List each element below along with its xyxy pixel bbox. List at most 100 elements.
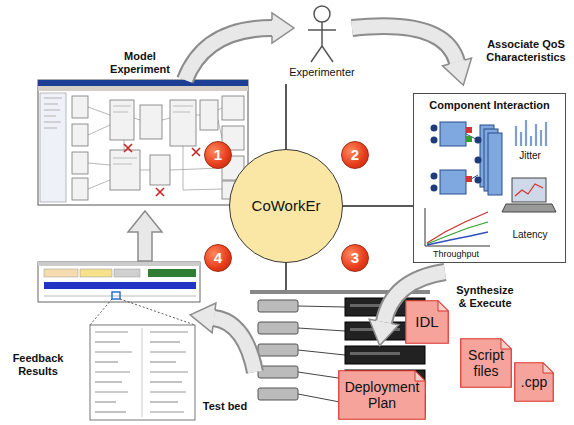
model-screenshot-part-part: [88, 125, 110, 135]
model-screenshot-part-part: [72, 96, 88, 118]
model-screenshot-part-part: [173, 112, 190, 113]
model-screenshot-part: [38, 80, 248, 205]
model-screenshot-part-part: [218, 108, 222, 110]
results-screenshot-part-part: [150, 361, 176, 362]
latency-icon: [502, 178, 556, 212]
testbed-rack-part-part: [298, 350, 345, 355]
testbed-rack-part-part: [258, 300, 298, 312]
component-icon-part-part: [475, 137, 482, 144]
jitter-icon-part: [520, 132, 522, 146]
component-icon-part-part: [431, 185, 438, 192]
model-screenshot-part-part: [72, 124, 88, 146]
model-screenshot-part-part: [140, 105, 162, 139]
results-screenshot-part-part: [150, 411, 184, 412]
metric-label: Jitter: [519, 150, 541, 162]
results-screenshot-part-part: [95, 351, 132, 352]
component-icon-part: [440, 170, 466, 194]
step-label: Synthesize & Execute: [456, 284, 513, 309]
node-text: CoWorkEr: [252, 197, 321, 214]
process-arrow-part: [352, 26, 457, 62]
results-screenshot-part: [112, 292, 120, 299]
component-icon: [431, 122, 503, 195]
model-screenshot-part-part: [44, 122, 61, 123]
document-outline: [406, 301, 449, 344]
document-shape: Script files: [460, 338, 512, 388]
process-arrow-part: [214, 318, 255, 372]
model-screenshot-part-part: [192, 148, 200, 156]
experimenter-figure-part: [308, 29, 336, 31]
component-icon-part: [466, 127, 472, 133]
model-screenshot-part-part: [222, 96, 244, 120]
process-arrow: [128, 13, 472, 372]
model-screenshot-part-part: [110, 100, 134, 140]
document-outline: [339, 371, 426, 420]
component-icon-part-part: [431, 125, 438, 132]
testbed-rack-part-part: [298, 306, 345, 307]
model-screenshot-part-part: [200, 100, 218, 130]
model-screenshot-part: [124, 144, 200, 196]
experimenter-figure-part: [311, 46, 322, 62]
jitter-icon-part: [515, 126, 517, 146]
model-screenshot-part-part: [88, 180, 110, 189]
process-arrow-part: [369, 319, 399, 345]
process-arrow-part: [443, 58, 472, 85]
node-text: Script files: [468, 347, 504, 379]
latency-icon-part: [502, 204, 556, 212]
document-fold: [543, 363, 553, 373]
experimenter-figure-part: [322, 46, 333, 62]
component-icon-part: [431, 125, 482, 192]
model-screenshot-part-part: [156, 188, 164, 196]
results-screenshot-part-part: [150, 381, 182, 382]
model-screenshot-part-part: [44, 98, 62, 99]
model-screenshot-part-part: [173, 106, 193, 107]
metric-label: Throughput: [433, 249, 479, 259]
model-screenshot-part-part: [88, 163, 110, 165]
results-screenshot-part: [148, 269, 196, 277]
model-screenshot-part-part: [192, 148, 200, 156]
jitter-icon-part: [530, 136, 532, 146]
results-screenshot-part-part: [150, 401, 178, 402]
hub-line-part: [285, 262, 287, 290]
experimenter-figure-part: [314, 6, 330, 22]
testbed-rack-part-part: [258, 366, 298, 378]
results-screenshot: [38, 262, 200, 420]
connector-line: [343, 205, 413, 207]
document-fold: [438, 301, 448, 311]
area-label: Test bed: [203, 400, 247, 413]
results-screenshot-part-part: [150, 391, 186, 392]
process-arrow-part: [214, 318, 255, 372]
model-screenshot-part-part: [113, 158, 137, 159]
results-screenshot-part: [90, 299, 112, 325]
jitter-icon-part: [540, 130, 542, 146]
jitter-icon: [516, 120, 546, 146]
experimenter-figure: [308, 6, 336, 62]
model-screenshot-part-part: [218, 120, 222, 138]
component-icon-part-part: [431, 137, 438, 144]
process-arrow-part: [352, 26, 457, 62]
results-screenshot-part-part: [95, 361, 118, 362]
model-screenshot-part-part: [183, 189, 222, 190]
model-screenshot-part-part: [162, 118, 170, 120]
jitter-icon-part: [545, 122, 547, 146]
model-screenshot-part: [40, 93, 66, 202]
experimenter-figure-part: [321, 22, 323, 46]
model-screenshot-part-part: [134, 118, 140, 120]
testbed-rack-part-part: [258, 344, 298, 356]
results-screenshot-part-part: [150, 351, 186, 352]
model-screenshot-part-part: [44, 128, 57, 129]
actor-label: Experimenter: [289, 66, 354, 79]
results-screenshot-part: [44, 282, 196, 289]
callout-number: 2: [351, 146, 359, 163]
model-screenshot-part-part: [113, 106, 131, 107]
callout-number: 3: [351, 249, 359, 266]
model-screenshot: [38, 80, 248, 205]
model-screenshot-part-part: [113, 164, 132, 165]
model-screenshot-part-part: [44, 116, 56, 117]
results-screenshot-part-part: [95, 371, 130, 372]
results-screenshot-part: [38, 262, 200, 266]
process-arrow-part: [272, 13, 294, 43]
model-screenshot-part-part: [110, 150, 140, 190]
results-screenshot-part-part: [150, 371, 188, 372]
model-screenshot-part: [72, 96, 244, 200]
model-screenshot-part-part: [44, 110, 60, 111]
